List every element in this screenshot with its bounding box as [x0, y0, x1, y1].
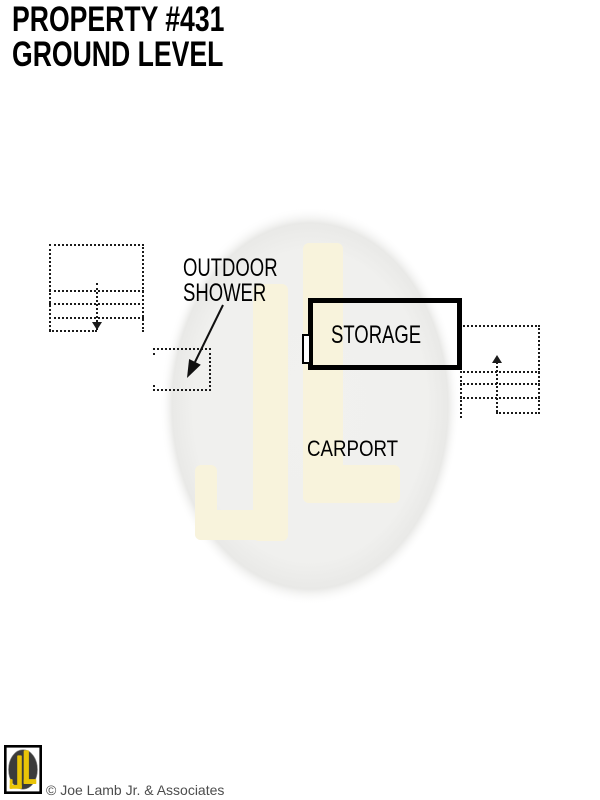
pointer-arrow-icon [187, 304, 224, 378]
stairs-right-direction-arrow-icon [492, 355, 502, 363]
storage-label: STORAGE [331, 321, 422, 349]
copyright-text: © Joe Lamb Jr. & Associates [46, 782, 225, 798]
stairs-right-left-edge [460, 371, 462, 418]
outdoor-shower-label: OUTDOOR SHOWER [183, 256, 278, 306]
stairs-left [49, 244, 144, 332]
outdoor-shower-label-line1: OUTDOOR [183, 254, 278, 282]
company-logo [4, 745, 42, 794]
stairs-right-tread [460, 383, 540, 385]
stairs-right-top-edge [460, 325, 540, 327]
stairs-left-bottom-edge [49, 330, 97, 332]
watermark-jl-monogram [160, 207, 460, 605]
logo-jl-letters [9, 750, 37, 789]
outdoor-shower-label-line2: SHOWER [183, 279, 267, 307]
stairs-left-direction-line [96, 283, 98, 330]
page-title-line2: GROUND LEVEL [12, 35, 224, 74]
stairs-left-left-edge [49, 244, 51, 331]
stairs-right-right-edge [538, 325, 540, 414]
watermark-letters [195, 243, 400, 541]
stairs-right-tread [460, 397, 540, 399]
stairs-left-right-edge [142, 244, 144, 332]
stairs-right [460, 325, 540, 418]
stairs-right-bottom-edge [496, 412, 540, 414]
outdoor-shower-door-gap [153, 356, 155, 384]
stairs-right-direction-line [496, 362, 498, 412]
page-title-line1: PROPERTY #431 [12, 0, 225, 39]
carport-label: CARPORT [307, 436, 399, 461]
stairs-left-top-edge [49, 244, 144, 246]
storage-door-jamb [302, 334, 311, 364]
storage-room: STORAGE [308, 298, 462, 370]
stairs-left-direction-arrow-icon [92, 322, 102, 330]
page-title: PROPERTY #431 GROUND LEVEL [12, 2, 224, 72]
stairs-right-tread [460, 371, 540, 373]
outdoor-shower-outline [153, 348, 211, 391]
